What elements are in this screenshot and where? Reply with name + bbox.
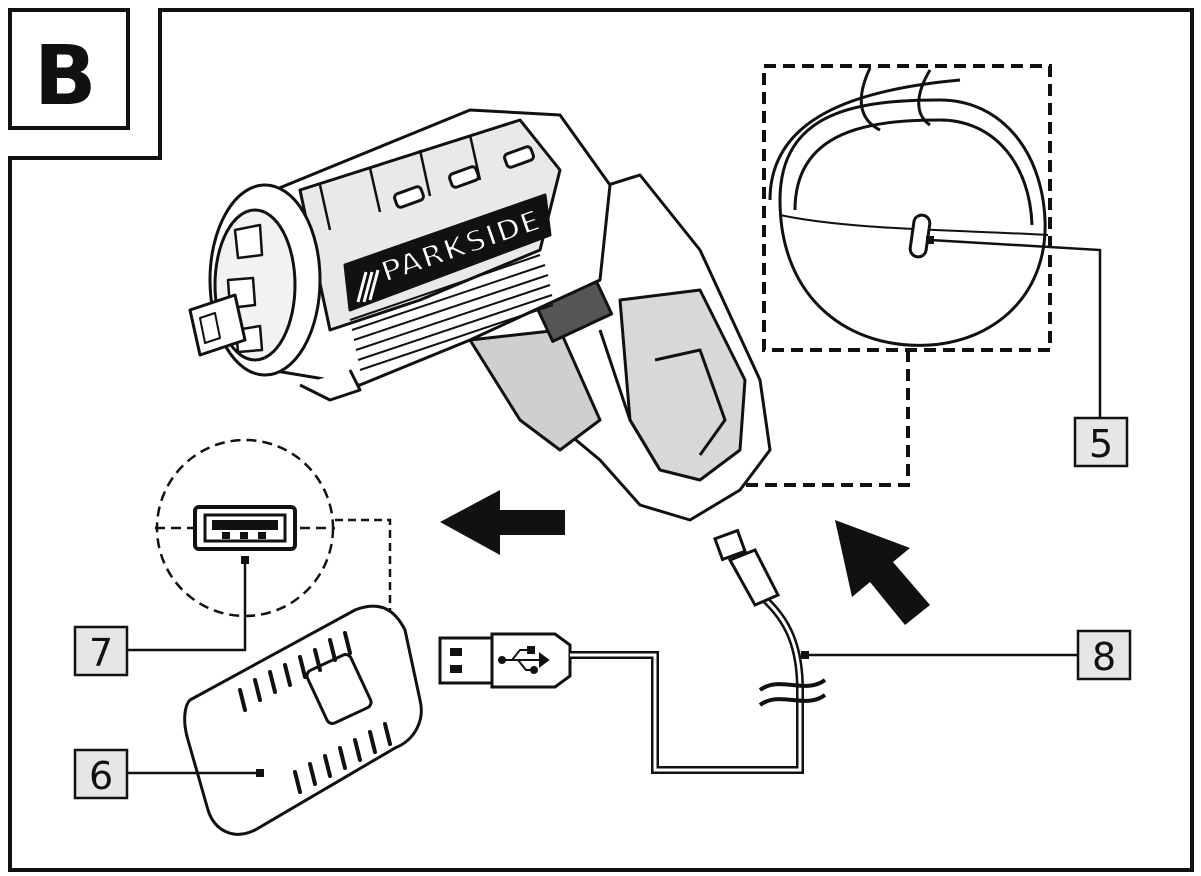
leader-7 <box>125 560 247 652</box>
callout-8-number: 8 <box>1092 635 1116 679</box>
brand-plate <box>343 193 552 312</box>
usb-port <box>193 505 297 551</box>
diagram-frame <box>8 8 1194 872</box>
screwdriver: PARKSIDE <box>188 108 772 522</box>
usb-symbol-icon <box>498 646 550 674</box>
micro-usb-plug-body <box>727 548 781 607</box>
usb-cable <box>438 528 827 774</box>
callout-6-number: 6 <box>89 754 113 798</box>
callout-7-number: 7 <box>89 631 113 675</box>
arrow-left-icon <box>440 490 565 555</box>
charging-port-detail <box>768 67 1049 347</box>
callout-6: 6 <box>73 748 129 800</box>
callout-7: 7 <box>73 625 129 677</box>
micro-usb-plug-tip <box>713 528 747 562</box>
callout-5: 5 <box>1073 416 1129 468</box>
arrow-up-left-icon <box>835 520 930 625</box>
leader-5 <box>929 238 1102 418</box>
panel-label-box <box>8 8 130 130</box>
panel-label: B <box>34 29 97 124</box>
callout-8: 8 <box>1076 629 1132 681</box>
usb-a-plug-metal <box>438 636 494 685</box>
detail-leader-dashed <box>745 350 910 487</box>
usb-charger <box>183 604 423 836</box>
callout-5-number: 5 <box>1089 422 1113 466</box>
charger-leader-dashed <box>335 518 392 650</box>
